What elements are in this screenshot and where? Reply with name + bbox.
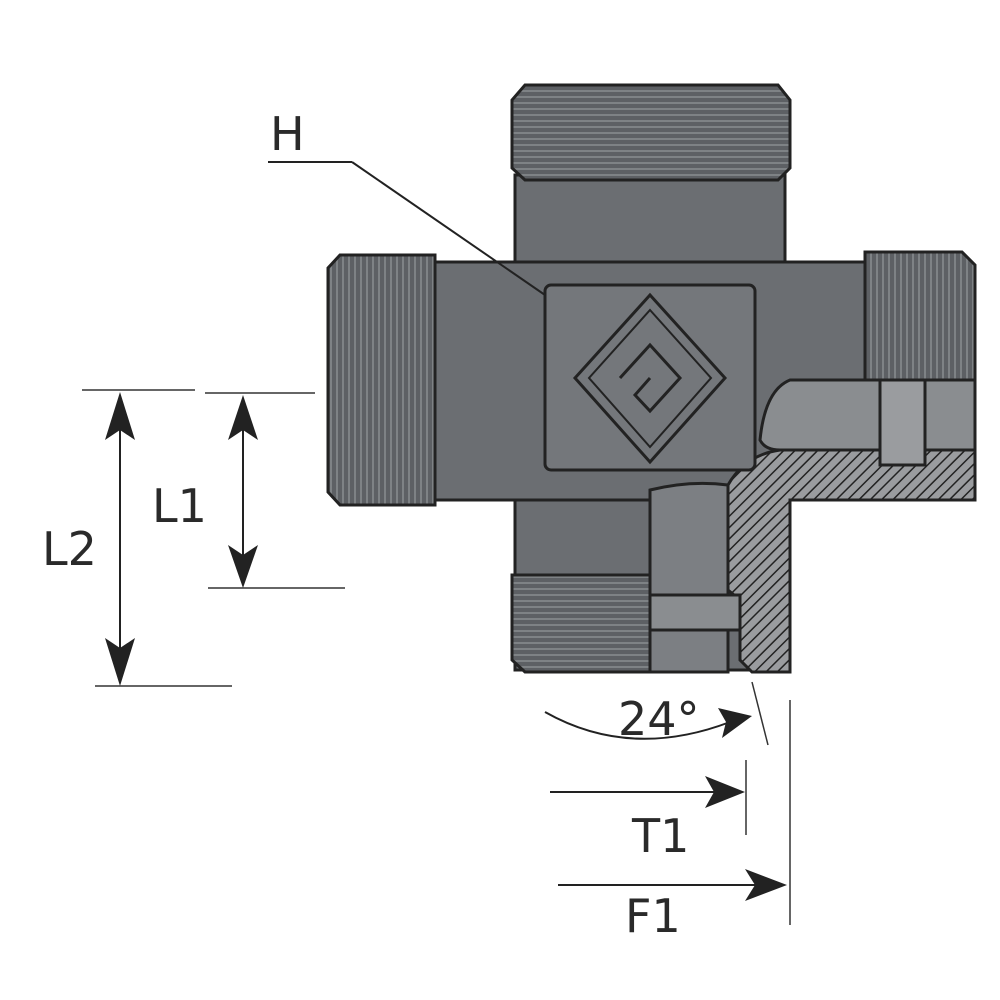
top-thread: [510, 83, 792, 182]
left-thread: [326, 253, 437, 507]
brand-logo-icon: [572, 292, 728, 465]
hex-face: [543, 283, 757, 472]
dimension-f1: [558, 869, 787, 901]
label-l2: L2: [42, 522, 97, 576]
label-h: H: [270, 107, 305, 161]
internal-bore: [648, 481, 730, 674]
angle-arrow: [544, 708, 752, 740]
dimension-l2: [105, 392, 135, 686]
label-t1: T1: [631, 809, 689, 863]
dimension-t1: [550, 776, 745, 808]
dimension-l1: [228, 395, 258, 588]
label-f1: F1: [625, 889, 681, 943]
label-l1: L1: [152, 479, 207, 533]
section-cut: [726, 448, 977, 674]
bottom-thread: [510, 573, 652, 674]
label-angle: 24°: [618, 692, 700, 746]
